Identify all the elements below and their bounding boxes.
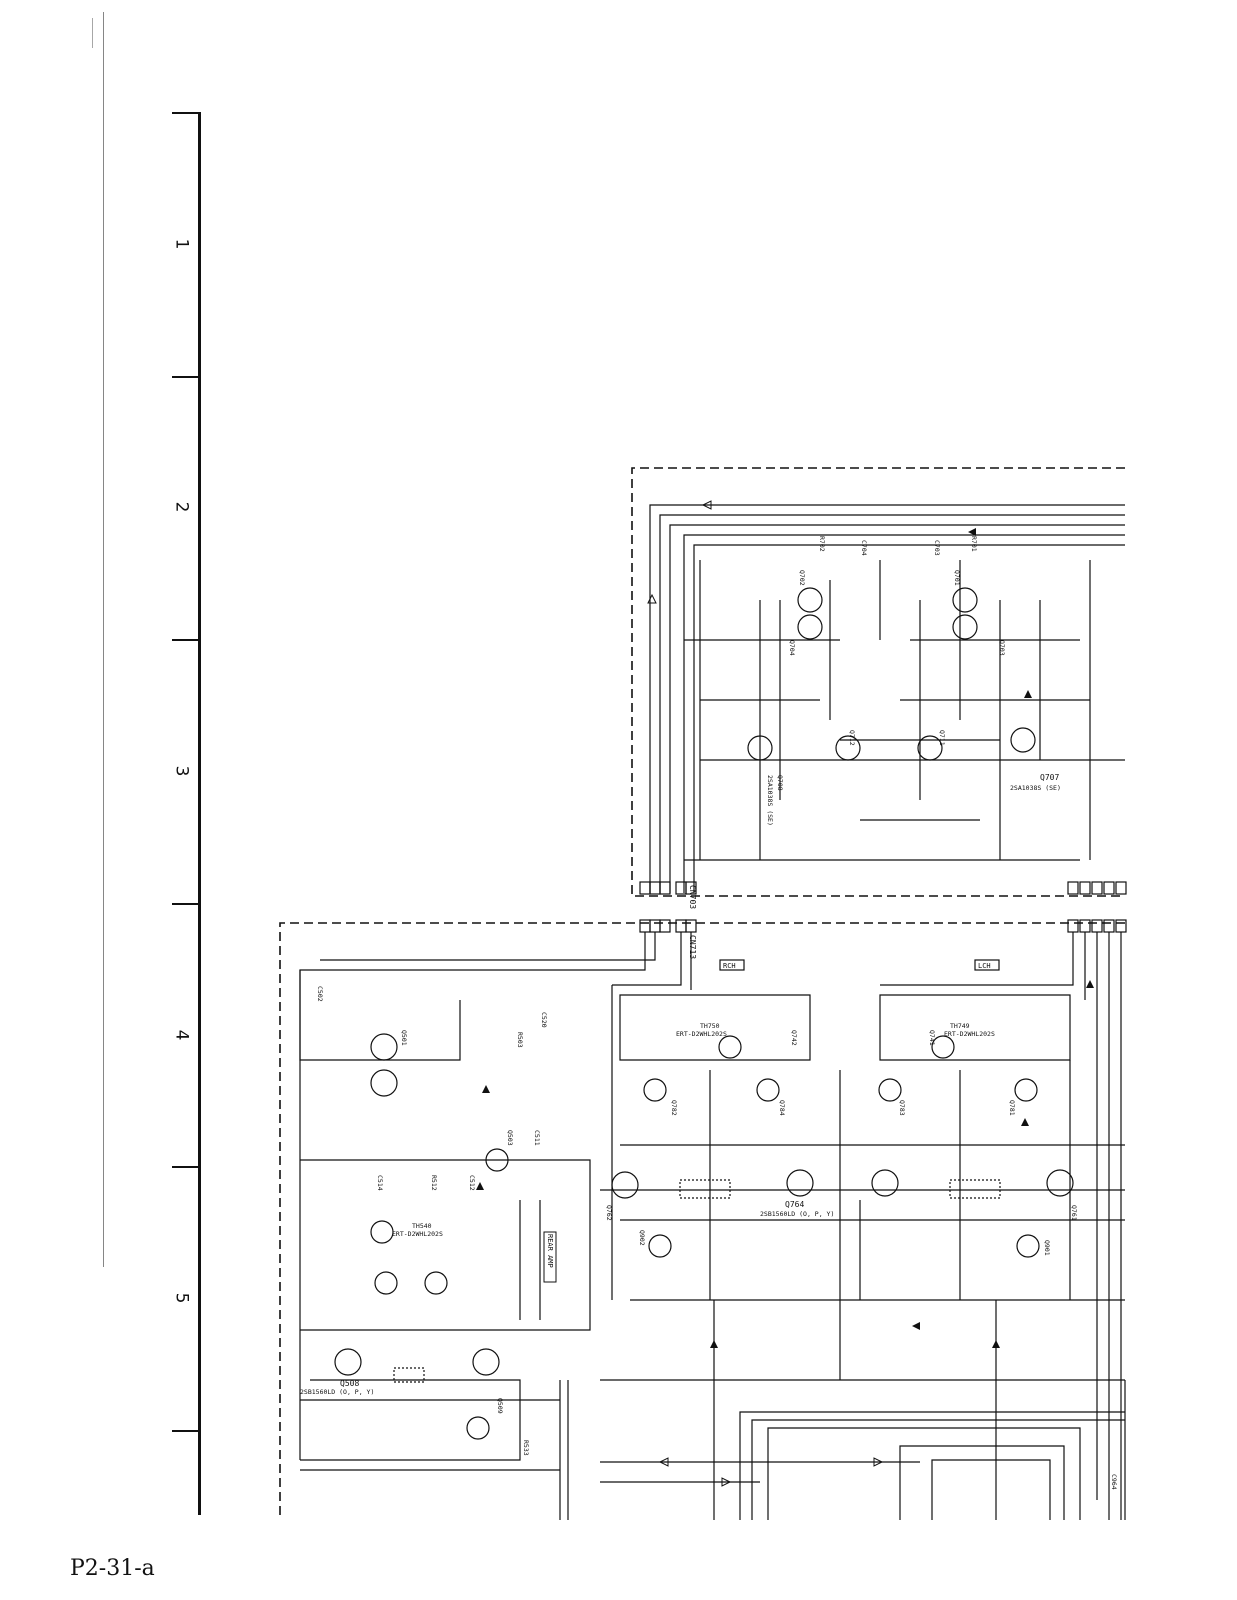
q742-label: Q742 <box>790 1030 798 1046</box>
c511-label: C511 <box>533 1130 541 1146</box>
r503-label: R503 <box>516 1032 524 1048</box>
q509-label: Q509 <box>496 1398 504 1414</box>
binding-edge-line <box>103 12 104 1267</box>
th540-type-label: ERT-D2WHL202S <box>392 1230 443 1238</box>
q501-label: Q501 <box>400 1030 408 1046</box>
page-id: P2-31-a <box>70 1556 155 1581</box>
q711-label: Q711 <box>938 730 946 746</box>
q762-label: Q762 <box>605 1205 613 1221</box>
q503-label: Q503 <box>506 1130 514 1146</box>
connector-cn703-label: CN703 <box>688 885 697 909</box>
q702-label: Q702 <box>798 570 806 586</box>
q712-label: Q712 <box>848 730 856 746</box>
q508-type-label: 2SB1560LD (O, P, Y) <box>300 1388 374 1396</box>
rch-label: RCH <box>723 962 736 970</box>
c502-label: C502 <box>316 986 324 1002</box>
ruler-tick <box>172 903 200 905</box>
r512-label: R512 <box>430 1175 438 1191</box>
q703-label: Q703 <box>998 640 1006 656</box>
ruler-tick <box>172 376 200 378</box>
q783-label: Q783 <box>898 1100 906 1116</box>
upper-board-outline <box>631 467 1125 897</box>
ruler-tick <box>172 639 200 641</box>
r701-label: R701 <box>970 536 978 552</box>
ruler-tick <box>172 1430 200 1432</box>
r702-label: R702 <box>818 536 826 552</box>
ruler-tick <box>172 1166 200 1168</box>
th749-type-label: ERT-D2WHL202S <box>944 1030 995 1038</box>
rear-amp-label: REAR AMP <box>546 1234 554 1268</box>
c512-label: C512 <box>468 1175 476 1191</box>
q707-label: Q707 <box>1040 773 1059 782</box>
r533-label: R533 <box>522 1440 530 1456</box>
q764-type-label: 2SB1560LD (O, P, Y) <box>760 1210 834 1218</box>
q704-label: Q704 <box>788 640 796 656</box>
c514-label: C514 <box>376 1175 384 1191</box>
binding-edge-shadow <box>92 18 93 48</box>
q782-label: Q782 <box>670 1100 678 1116</box>
connector-cn713-label: CN713 <box>688 935 697 959</box>
q781-label: Q781 <box>1008 1100 1016 1116</box>
frame-ruler <box>198 112 201 1515</box>
lch-label: LCH <box>978 962 991 970</box>
c520-label: C520 <box>540 1012 548 1028</box>
q508-label: Q508 <box>340 1379 359 1388</box>
c964-label: C964 <box>1110 1474 1118 1490</box>
q901-label: Q901 <box>1043 1240 1051 1256</box>
q761-label: Q761 <box>1070 1205 1078 1221</box>
c703-label: C703 <box>933 540 941 556</box>
th750-label: TH750 <box>700 1022 720 1030</box>
q708-label: Q708 <box>776 775 784 791</box>
q784-label: Q784 <box>778 1100 786 1116</box>
ruler-tick <box>172 112 200 114</box>
q764-label: Q764 <box>785 1200 804 1209</box>
q902-label: Q902 <box>638 1230 646 1246</box>
q707-type-label: 2SA1038S (SE) <box>1010 784 1061 792</box>
c704-label: C704 <box>860 540 868 556</box>
q741-label: Q741 <box>928 1030 936 1046</box>
q701-label: Q701 <box>953 570 961 586</box>
lower-board-outline <box>279 922 1125 1520</box>
th750-type-label: ERT-D2WHL202S <box>676 1030 727 1038</box>
th749-label: TH749 <box>950 1022 970 1030</box>
q708-type-label: 2SA1038S (SE) <box>766 775 774 826</box>
th540-label: TH540 <box>412 1222 432 1230</box>
